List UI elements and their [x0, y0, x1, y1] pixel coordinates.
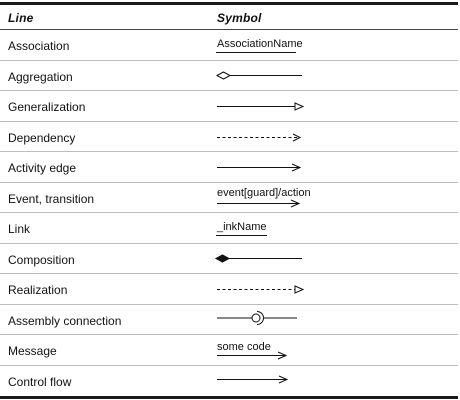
- top-rule: [0, 2, 458, 5]
- control-flow-arrow-icon: [212, 366, 322, 396]
- line-name: Realization: [8, 283, 68, 297]
- assembly-ball-socket-icon: [212, 305, 322, 335]
- table-row: Aggregation: [0, 61, 458, 91]
- header-rule: [0, 29, 458, 30]
- transition-arrow-icon: event[guard]/action: [212, 183, 322, 213]
- bottom-rule: [0, 396, 458, 399]
- line-name: Association: [8, 39, 70, 53]
- table-header: Line Symbol: [0, 5, 458, 29]
- message-arrow-icon: some code: [212, 335, 322, 365]
- composition-filled-diamond-icon: [212, 244, 322, 274]
- line-name: Message: [8, 344, 57, 358]
- line-name: Assembly connection: [8, 313, 122, 328]
- table-row: Message some code: [0, 335, 458, 366]
- aggregation-hollow-diamond-icon: [212, 61, 322, 91]
- dependency-dashed-arrow-icon: [212, 122, 322, 152]
- realization-dashed-triangle-icon: [212, 274, 322, 304]
- symbol-label: AssociationName: [217, 38, 303, 50]
- line-name: Generalization: [8, 100, 86, 114]
- line-name: Aggregation: [8, 69, 73, 84]
- table-row: Event, transition event[guard]/action: [0, 183, 458, 213]
- table-row: Association AssociationName: [0, 30, 458, 61]
- association-line-icon: AssociationName: [212, 30, 322, 60]
- line-name: Link: [8, 222, 31, 236]
- activity-edge-arrow-icon: [212, 152, 322, 182]
- line-name: Control flow: [8, 374, 72, 389]
- symbol-label: _inkName: [217, 221, 267, 233]
- link-line-icon: _inkName: [212, 213, 322, 243]
- line-name: Activity edge: [8, 161, 77, 175]
- table-row: Realization: [0, 274, 458, 305]
- table-row: Control flow: [0, 366, 458, 397]
- table-row: Generalization: [0, 91, 458, 122]
- line-name: Event, transition: [8, 191, 95, 206]
- line-name: Composition: [8, 252, 75, 267]
- table-row: Assembly connection: [0, 305, 458, 335]
- table-row: Composition: [0, 244, 458, 274]
- symbol-label: event[guard]/action: [217, 186, 311, 199]
- header-symbol: Symbol: [217, 11, 262, 25]
- generalization-hollow-triangle-icon: [212, 91, 322, 121]
- table-row: Link _inkName: [0, 213, 458, 244]
- table-row: Activity edge: [0, 152, 458, 183]
- header-line: Line: [8, 11, 34, 25]
- line-name: Dependency: [8, 130, 76, 145]
- table-row: Dependency: [0, 122, 458, 152]
- symbol-label: some code: [217, 341, 271, 353]
